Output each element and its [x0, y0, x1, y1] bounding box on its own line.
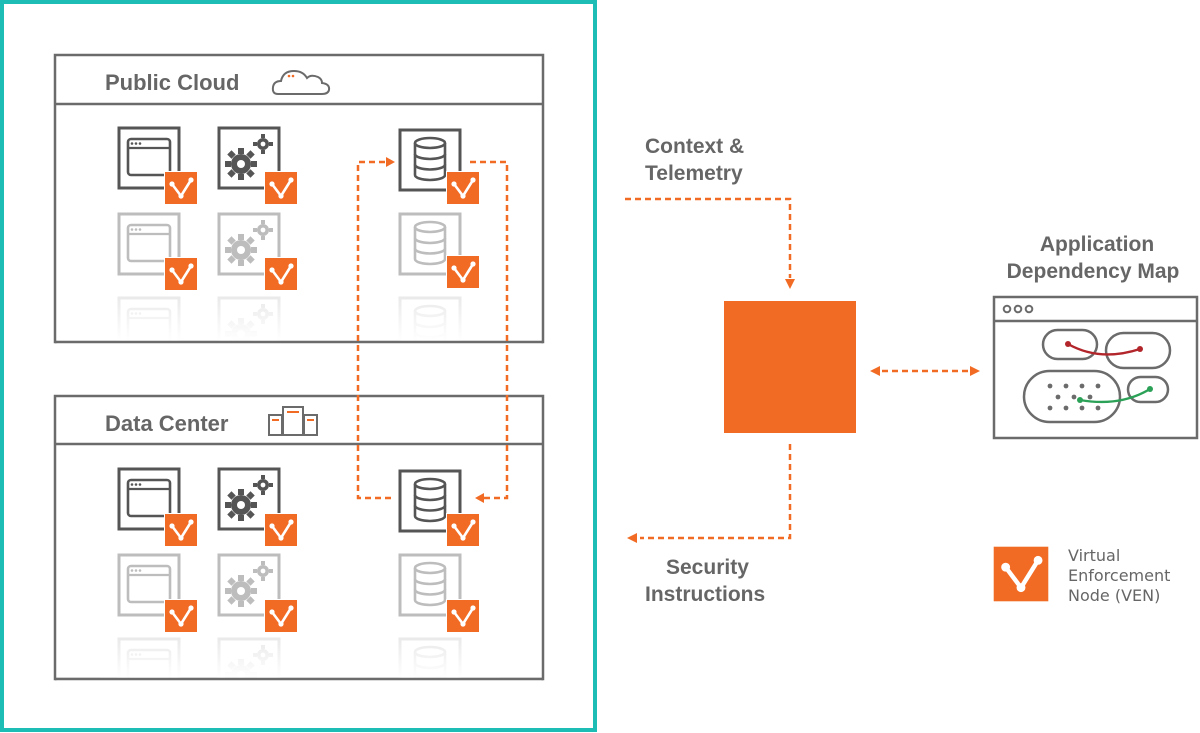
context-telemetry-label: Telemetry [645, 162, 743, 185]
security-instructions-label: Instructions [645, 583, 765, 606]
legend-ven-icon [992, 545, 1050, 603]
instructions-arrow [627, 444, 792, 543]
app-map-title: Dependency Map [1007, 260, 1180, 283]
ven-icon [446, 599, 480, 633]
ven-icon [264, 171, 298, 205]
ven-icon [264, 513, 298, 547]
app-map-title: Application [1040, 233, 1154, 256]
ven-icon [446, 255, 480, 289]
ven-icon [164, 171, 198, 205]
legend-text: Enforcement [1068, 566, 1170, 585]
public-cloud-panel: Public Cloud [53, 53, 545, 371]
security-instructions-label: Security [666, 556, 749, 579]
cloud-icon [271, 69, 331, 95]
map-sync-arrow [870, 366, 980, 376]
db-replication-links [356, 160, 509, 500]
legend-text: Node (VEN) [1068, 586, 1160, 605]
ven-icon [446, 513, 480, 547]
data-center-title: Data Center [105, 411, 229, 436]
context-telemetry-label: Context & [645, 135, 744, 158]
legend-text: Virtual [1068, 546, 1120, 565]
ven-icon [164, 513, 198, 547]
infrastructure-frame [0, 0, 597, 732]
ven-icon [264, 257, 298, 291]
telemetry-arrow [625, 197, 795, 289]
browser-window-icon [992, 295, 1199, 440]
ven-icon [446, 171, 480, 205]
ven-icon [264, 599, 298, 633]
public-cloud-title: Public Cloud [105, 70, 239, 95]
ven-icon [164, 257, 198, 291]
ven-icon [164, 599, 198, 633]
policy-compute-engine [724, 301, 856, 433]
servers-icon [268, 406, 318, 436]
data-center-panel: Data Center [53, 394, 545, 708]
